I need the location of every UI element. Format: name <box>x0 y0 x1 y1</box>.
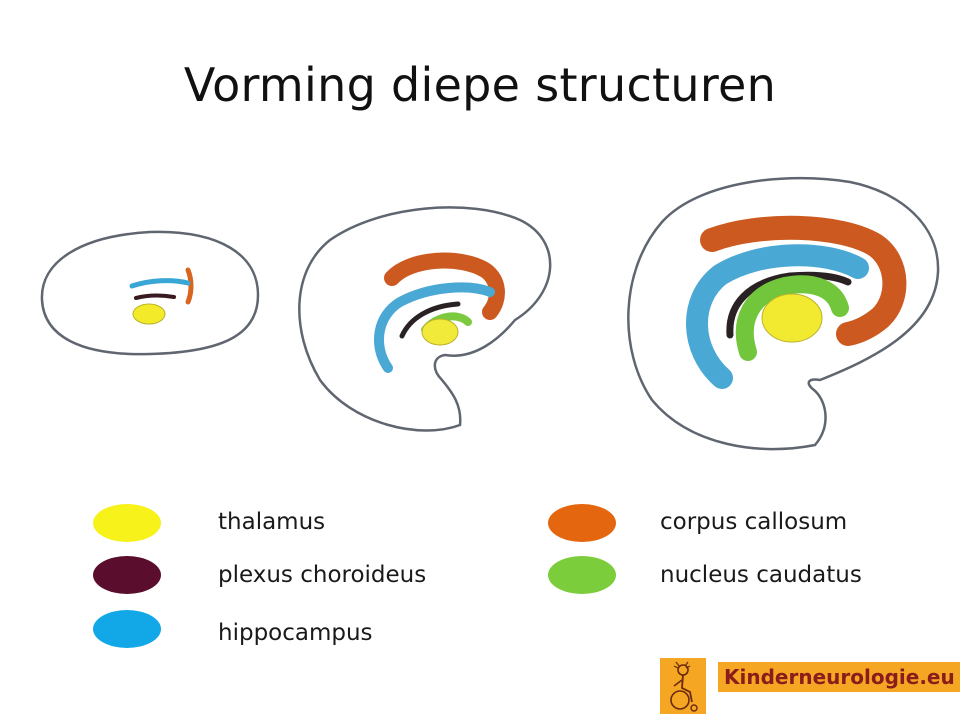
stage-2-outline <box>298 206 552 432</box>
stage-2-hemisphere <box>298 206 552 432</box>
stage-3-hemisphere <box>627 176 940 451</box>
legend-label-corpus-callosum: corpus callosum <box>660 509 848 535</box>
stage-1-hippocampus <box>129 278 191 289</box>
brand-badge: Kinderneurologie.eu <box>660 658 960 714</box>
wheelchair-child-icon <box>660 658 706 714</box>
stage-2-plexus <box>399 301 461 339</box>
stage-1-corpus-callosum <box>185 267 194 305</box>
legend-swatch-corpus-callosum <box>548 504 616 542</box>
legend-label-hippocampus: hippocampus <box>218 620 373 646</box>
stage-2-hippocampus <box>373 282 495 373</box>
legend-swatch-nucleus-caudatus <box>548 556 616 594</box>
stage-3-hippocampus <box>686 244 869 389</box>
stage-1-outline <box>40 230 260 356</box>
legend-swatch-thalamus <box>93 504 161 542</box>
legend-swatch-plexus-choroideus <box>93 556 161 594</box>
stage-3-caudatus <box>735 275 849 361</box>
legend-label-plexus-choroideus: plexus choroideus <box>218 562 427 588</box>
brand-text: Kinderneurologie.eu <box>718 662 960 692</box>
stage-1-hemisphere <box>40 230 260 356</box>
stage-1-thalamus <box>132 303 166 325</box>
stage-3-thalamus <box>761 293 823 343</box>
legend-swatch-hippocampus <box>93 610 161 648</box>
stage-1-plexus <box>134 293 176 300</box>
page-title: Vorming diepe structuren <box>183 58 777 112</box>
stage-2-thalamus <box>421 318 459 346</box>
legend-label-nucleus-caudatus: nucleus caudatus <box>660 562 862 588</box>
stage-3-outline <box>627 176 940 451</box>
legend-label-thalamus: thalamus <box>218 509 326 535</box>
stage-3-corpus-callosum <box>700 215 907 346</box>
stage-2-corpus-callosum <box>384 252 505 320</box>
